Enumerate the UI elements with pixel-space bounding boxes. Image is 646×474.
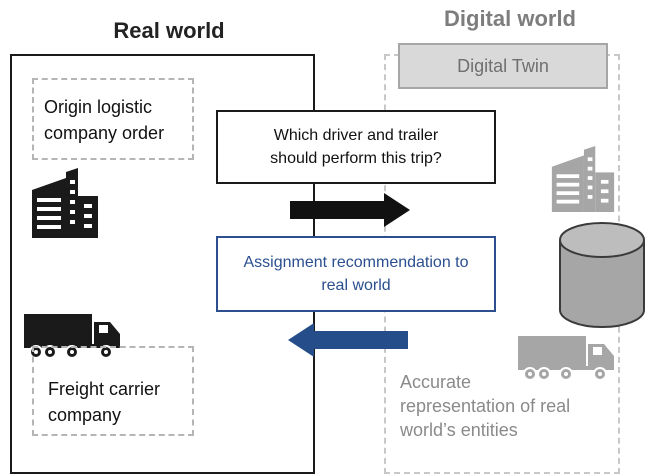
carrier-line1: Freight carrier [48,379,161,399]
assignment-box: Assignment recommendation to real world [216,236,496,312]
assignment-line2: real world [321,277,391,294]
digital-world-title: Digital world [444,6,576,31]
description-line1: Accurate [400,372,472,392]
origin-order-box: Origin logistic company order [32,78,194,160]
freight-carrier-box: Freight carrier company [32,346,194,436]
origin-order-line2: company order [44,123,165,143]
digital-description: Accurate representation of real world’s … [400,370,630,442]
description-line2: representation of real [400,396,571,416]
question-box: Which driver and trailer should perform … [216,110,496,184]
arrow-right-icon [290,193,410,227]
digital-truck-icon [518,336,614,381]
digital-twin-label: Digital Twin [398,43,608,89]
carrier-line2: company [48,405,122,425]
assignment-line1: Assignment recommendation to [243,254,469,271]
question-line2: should perform this trip? [270,150,442,167]
database-icon [559,222,645,328]
building-icon [32,168,98,238]
digital-building-icon [551,146,615,212]
real-world-title: Real world [113,18,225,43]
description-line3: world’s entities [400,420,518,440]
origin-order-line1: Origin logistic [44,97,153,117]
arrow-left-icon [288,323,408,357]
question-line1: Which driver and trailer [273,127,439,144]
